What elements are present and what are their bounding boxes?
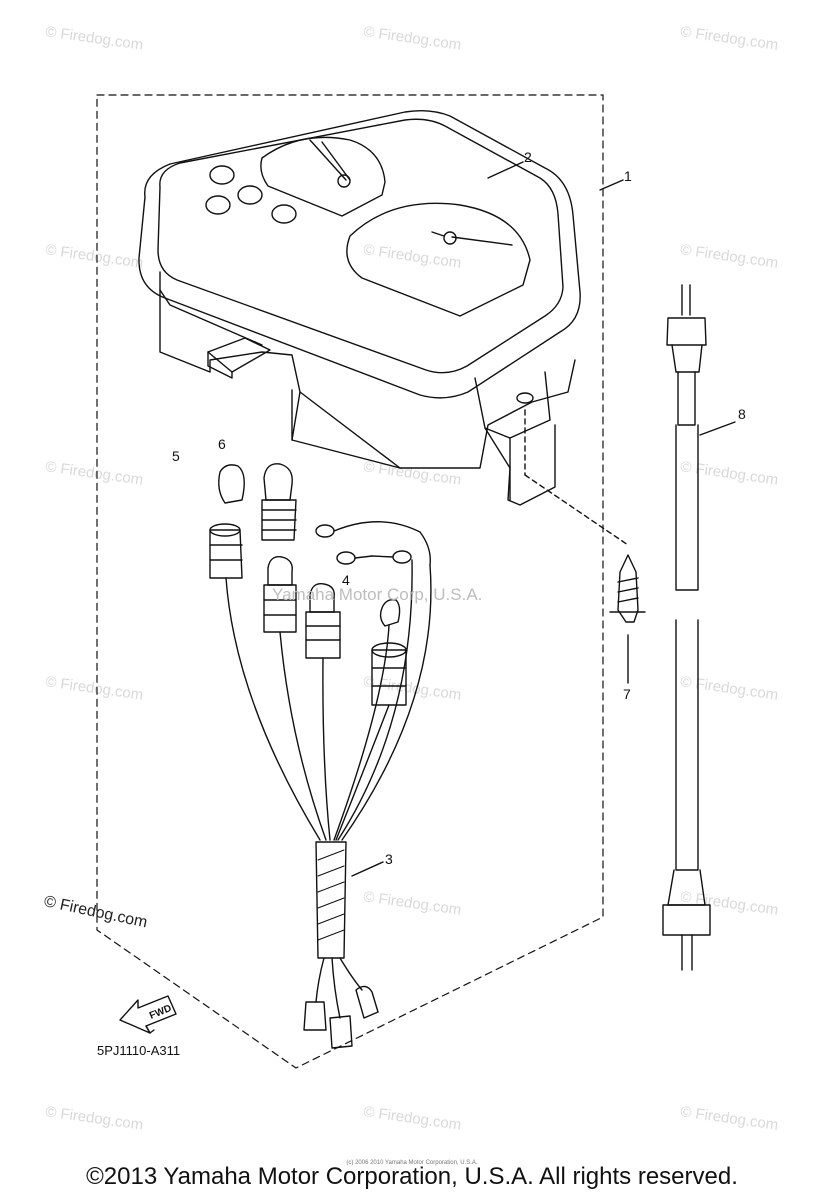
socket-far-right <box>371 642 407 706</box>
speedometer-cable <box>662 284 711 971</box>
center-watermark: Yamaha Motor Corp, U.S.A. <box>272 585 483 604</box>
ring-terminals <box>315 521 431 566</box>
callout-1: 1 <box>624 168 632 184</box>
callout-5: 5 <box>172 448 180 464</box>
socket-right <box>305 583 341 659</box>
diagram-code: 5PJ1110-A311 <box>97 1043 181 1058</box>
meter-assembly <box>138 109 581 506</box>
callout-4: 4 <box>342 572 350 588</box>
copyright: ©2013 Yamaha Motor Corporation, U.S.A. A… <box>86 1163 738 1190</box>
callout-7: 7 <box>623 686 631 702</box>
bulb-5 <box>218 464 245 504</box>
assembly-boundary <box>96 94 604 1069</box>
callout-6: 6 <box>218 436 226 452</box>
callout-2: 2 <box>524 149 532 165</box>
callout-3: 3 <box>385 851 393 867</box>
callout-8: 8 <box>738 406 746 422</box>
fwd-arrow-icon <box>119 995 177 1034</box>
socket-mid <box>263 556 297 633</box>
wire-harness <box>225 559 432 1049</box>
bulb-6 <box>261 463 297 541</box>
screw <box>609 554 646 623</box>
copyright-small: (c) 2006 2010 Yamaha Motor Corporation, … <box>346 1160 478 1166</box>
bulb-small <box>379 598 401 627</box>
socket-left <box>209 523 243 579</box>
